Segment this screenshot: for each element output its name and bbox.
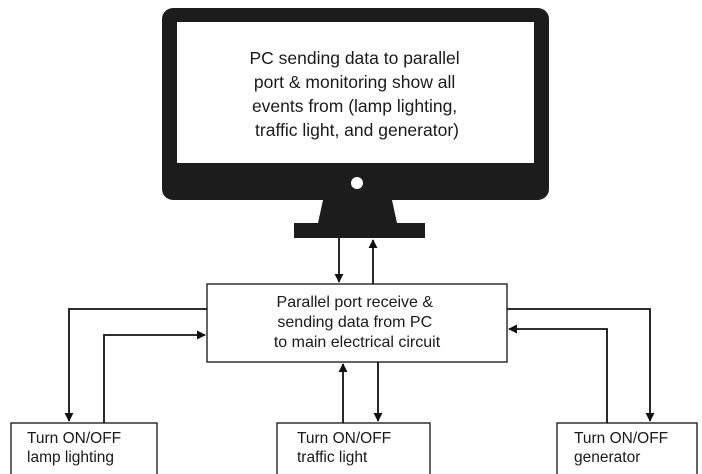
pc-monitor: PC sending data to parallel port & monit… — [162, 8, 549, 238]
monitor-screen — [177, 22, 534, 163]
screen-line: PC sending data to parallel — [249, 48, 459, 68]
monitor-neck — [318, 200, 397, 223]
power-button-icon — [351, 177, 363, 189]
device-box-lamp — [10, 422, 158, 474]
port-line: to main electrical circuit — [274, 334, 441, 351]
device-node-traffic: Turn ON/OFF traffic light — [276, 422, 431, 474]
device-text-lamp: Turn ON/OFF lamp lighting — [27, 430, 125, 466]
screen-line: events from (lamp lighting, — [252, 96, 457, 116]
arrow-generator-to-port — [508, 324, 608, 423]
parallel-port-node: Parallel port receive & sending data fro… — [206, 283, 508, 363]
device-text-generator: Turn ON/OFF generator — [574, 430, 672, 466]
port-line: Parallel port receive & — [277, 294, 434, 311]
connectors — [64, 238, 655, 423]
arrow-lamp-to-port — [103, 330, 206, 423]
arrow-port-to-generator — [507, 308, 655, 422]
monitor-screen-text: PC sending data to parallel port & monit… — [249, 48, 464, 140]
device-node-generator: Turn ON/OFF generator — [556, 422, 698, 474]
device-box-generator — [556, 422, 698, 474]
device-line: lamp lighting — [27, 449, 114, 466]
screen-line: port & monitoring show all — [254, 72, 455, 92]
port-line: sending data from PC — [277, 314, 432, 331]
device-line: Turn ON/OFF — [27, 430, 121, 447]
device-line: traffic light — [297, 449, 368, 466]
monitor-stand — [294, 223, 425, 238]
parallel-port-box — [206, 283, 508, 363]
device-box-traffic — [276, 422, 431, 474]
parallel-port-text: Parallel port receive & sending data fro… — [274, 294, 441, 351]
screen-line: traffic light, and generator) — [255, 120, 459, 140]
device-text-traffic: Turn ON/OFF traffic light — [297, 430, 395, 466]
device-node-lamp: Turn ON/OFF lamp lighting — [10, 422, 158, 474]
arrow-port-to-lamp — [64, 308, 207, 422]
device-line: Turn ON/OFF — [574, 430, 668, 447]
device-line: generator — [574, 449, 640, 466]
device-line: Turn ON/OFF — [297, 430, 391, 447]
